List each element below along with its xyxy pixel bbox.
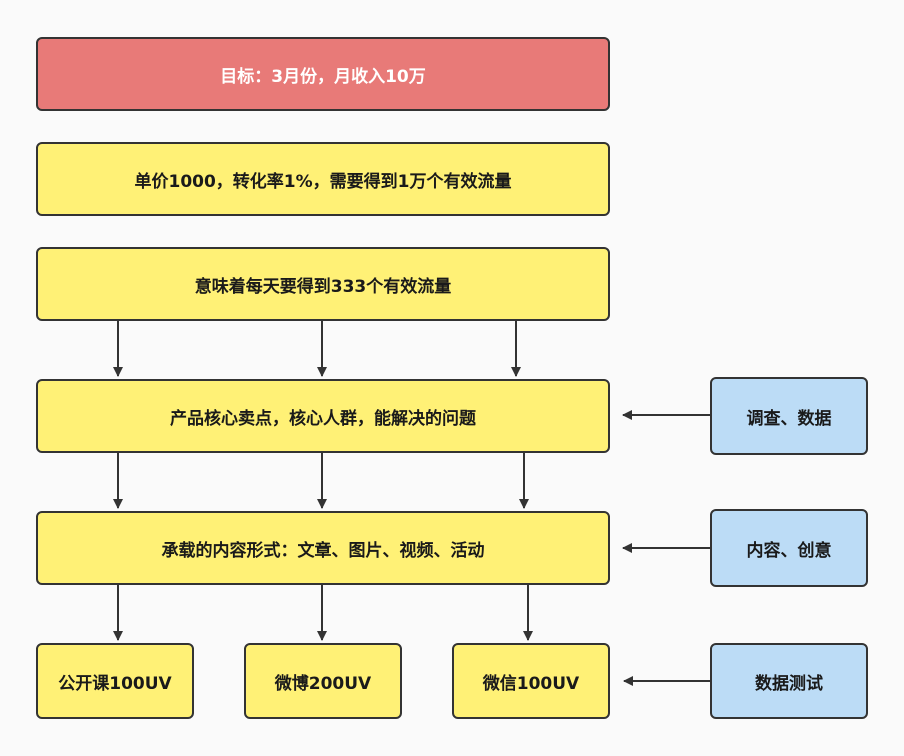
channel-wechat-node: 微信100UV	[452, 643, 610, 719]
input-research-node: 调查、数据	[710, 377, 868, 455]
positioning-node: 产品核心卖点，核心人群，能解决的问题	[36, 379, 610, 453]
goal-node: 目标：3月份，月收入10万	[36, 37, 610, 111]
input-testing-node: 数据测试	[710, 643, 868, 719]
channel-weibo-node: 微博200UV	[244, 643, 402, 719]
traffic-total-node: 单价1000，转化率1%，需要得到1万个有效流量	[36, 142, 610, 216]
input-creative-node: 内容、创意	[710, 509, 868, 587]
content-forms-node: 承载的内容形式：文章、图片、视频、活动	[36, 511, 610, 585]
traffic-daily-node: 意味着每天要得到333个有效流量	[36, 247, 610, 321]
channel-course-node: 公开课100UV	[36, 643, 194, 719]
